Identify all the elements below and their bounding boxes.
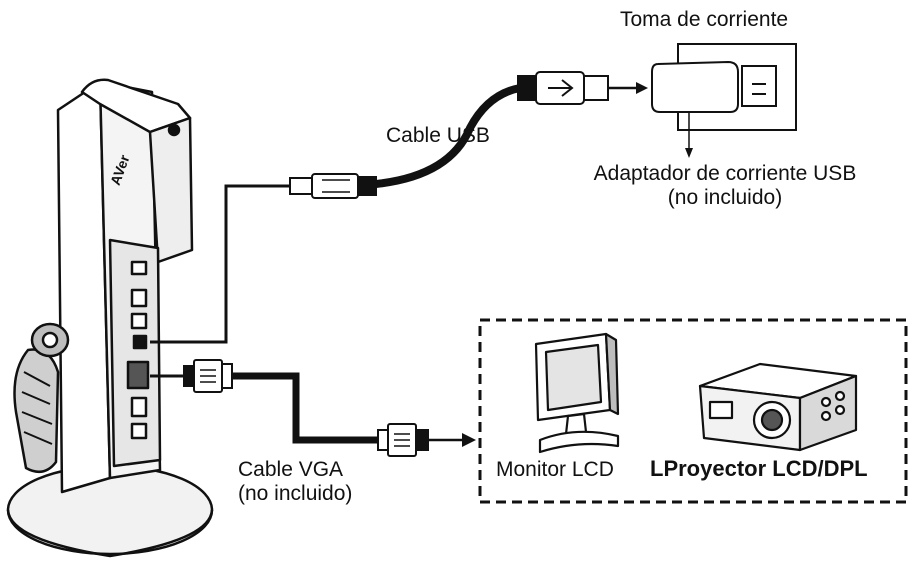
lcd-monitor-side (604, 332, 620, 416)
projector-lens-inner (760, 408, 784, 432)
port-vga (126, 360, 150, 390)
lcd-monitor-screen (544, 343, 603, 412)
usb-icon (548, 79, 574, 97)
camera-arm-side (148, 116, 194, 264)
usb-adapter-label-line2: (no incluido) (667, 186, 783, 210)
lcd-monitor-label: Monitor LCD (496, 458, 614, 481)
projector-button-3 (820, 410, 832, 422)
display-devices-box (478, 318, 908, 504)
port-slot-2 (130, 288, 148, 308)
adapter-leader-line (685, 112, 693, 158)
camera-knob-center (41, 331, 59, 349)
lcd-monitor-base (538, 430, 620, 454)
projector-button-2 (834, 390, 846, 402)
camera-port-panel (108, 238, 162, 468)
vga-connector-display (377, 423, 429, 457)
port-slot-1 (130, 260, 148, 276)
document-camera: AVer (6, 78, 214, 558)
camera-base-rim (6, 509, 214, 558)
projector-button-4 (834, 404, 846, 416)
usb-adapter-label-line1: Adaptador de corriente USB (593, 162, 857, 185)
wall-outlet-socket (741, 65, 777, 107)
camera-side-clip-grip (21, 371, 53, 445)
usb-adapter-label: Adaptador de corriente USB (no incluido) (560, 162, 890, 210)
vga-cable (150, 372, 464, 444)
projector-panel (708, 400, 734, 420)
lcd-monitor (534, 332, 620, 454)
port-usb (132, 334, 148, 350)
vga-cable-label: Cable VGA (no incluido) (238, 458, 352, 506)
power-outlet-label: Toma de corriente (620, 8, 789, 31)
usb-cable-label: Cable USB (386, 124, 490, 147)
usb-a-plug (517, 71, 609, 105)
camera-side-clip (13, 348, 60, 474)
vga-to-display-arrow (462, 433, 476, 447)
camera-lens-dot (167, 123, 181, 137)
vga-cable-label-line1: Cable VGA (238, 458, 344, 481)
usb-to-adapter-arrow (608, 82, 648, 94)
port-slot-5 (130, 422, 148, 440)
usb-cable-thin-wire (150, 184, 290, 344)
usb-mini-plug (289, 173, 377, 199)
vga-connector-camera (183, 359, 233, 393)
vga-cable-label-line2: (no incluido) (238, 482, 353, 506)
usb-power-adapter (651, 60, 739, 113)
port-slot-4 (130, 396, 148, 418)
projector (698, 362, 858, 452)
usb-cable-thick-wire (375, 84, 521, 188)
projector-label: LProyector LCD/DPL (650, 456, 868, 481)
usb-cable (150, 84, 521, 344)
port-slot-3 (130, 312, 148, 330)
projector-button-1 (820, 396, 832, 408)
vga-cable-wire (232, 372, 378, 444)
